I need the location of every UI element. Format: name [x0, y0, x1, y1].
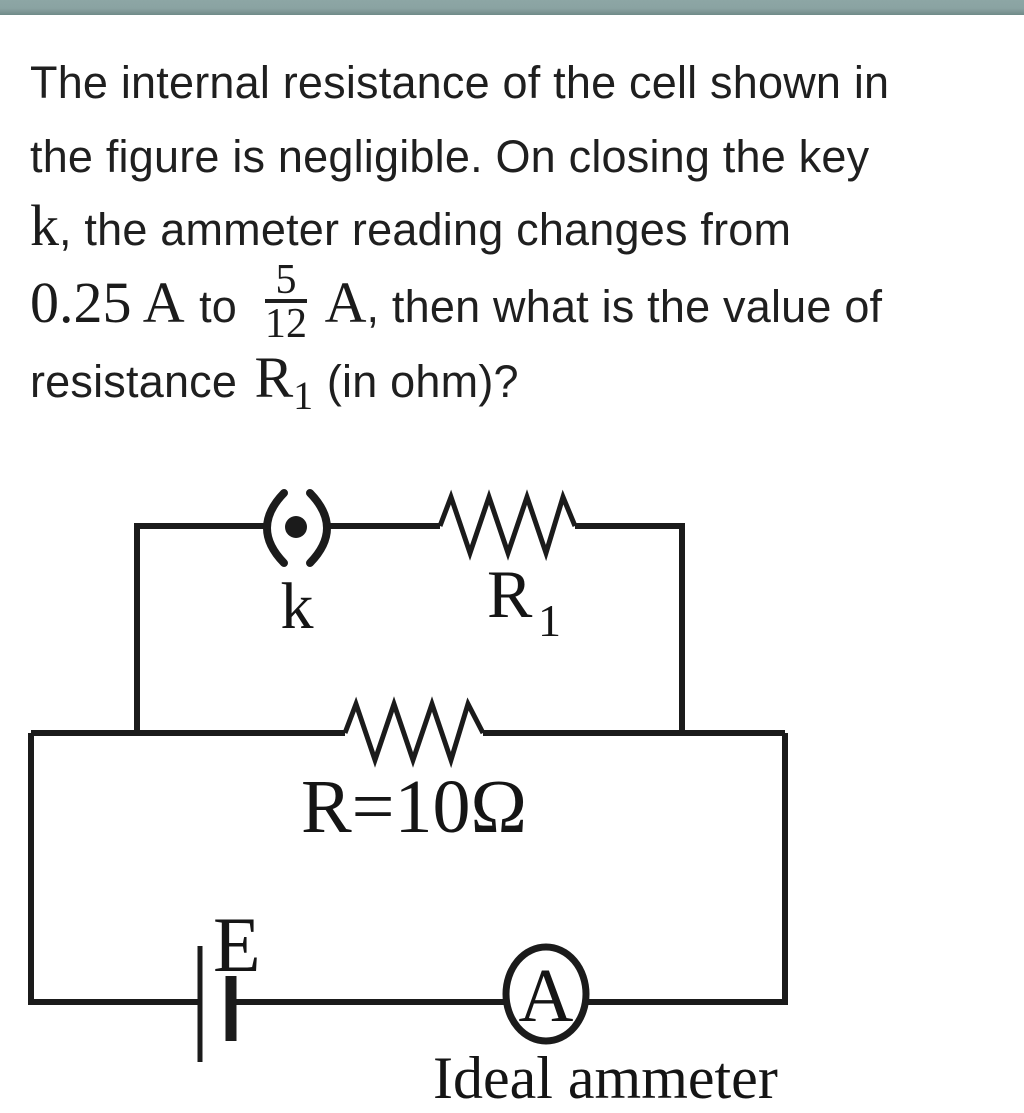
top-bar	[0, 0, 1024, 15]
math-R1-subscript: 1	[293, 373, 314, 418]
math-k: k	[30, 193, 59, 258]
word-resistance: resistance	[30, 356, 238, 407]
resistor-r1-icon	[437, 489, 578, 562]
question-line-1: The internal resistance of the cell show…	[30, 57, 890, 108]
battery-label: E	[213, 901, 261, 988]
resistor-r1-label-subscript: 1	[538, 595, 561, 646]
circuit-diagram: k R 1 R=10Ω E A Ideal ammeter	[28, 489, 788, 1111]
battery-icon	[197, 946, 237, 1062]
fraction-denominator: 12	[264, 299, 308, 348]
line-4-rest: , then what is the value of	[366, 281, 883, 333]
line-5-rest: (in ohm)?	[326, 356, 519, 407]
ammeter-caption: Ideal ammeter	[433, 1045, 778, 1111]
key-switch-icon	[263, 489, 331, 567]
math-R1: R	[254, 345, 294, 410]
wire-outer-left-bottom	[28, 733, 200, 1005]
fraction-numerator: 5	[275, 257, 297, 303]
question-line-3: k, the ammeter reading changes from	[30, 197, 791, 255]
ammeter-letter: A	[519, 954, 574, 1038]
line-3-rest: , the ammeter reading changes from	[59, 204, 792, 255]
ammeter-icon	[502, 943, 590, 1045]
resistor-r-icon	[342, 696, 486, 769]
wire-inner-left	[134, 523, 268, 733]
math-unit-A: A	[324, 270, 367, 336]
wire-ammeter-to-right	[585, 733, 788, 1005]
question-line-2: the figure is negligible. On closing the…	[30, 131, 870, 182]
key-label: k	[281, 570, 314, 643]
math-value-025A: 0.25 A	[30, 270, 185, 336]
word-to: to	[199, 281, 238, 333]
resistor-r-value-label: R=10Ω	[301, 765, 527, 849]
resistor-r1-label: R	[487, 556, 533, 632]
wire-inner-right	[575, 523, 685, 733]
